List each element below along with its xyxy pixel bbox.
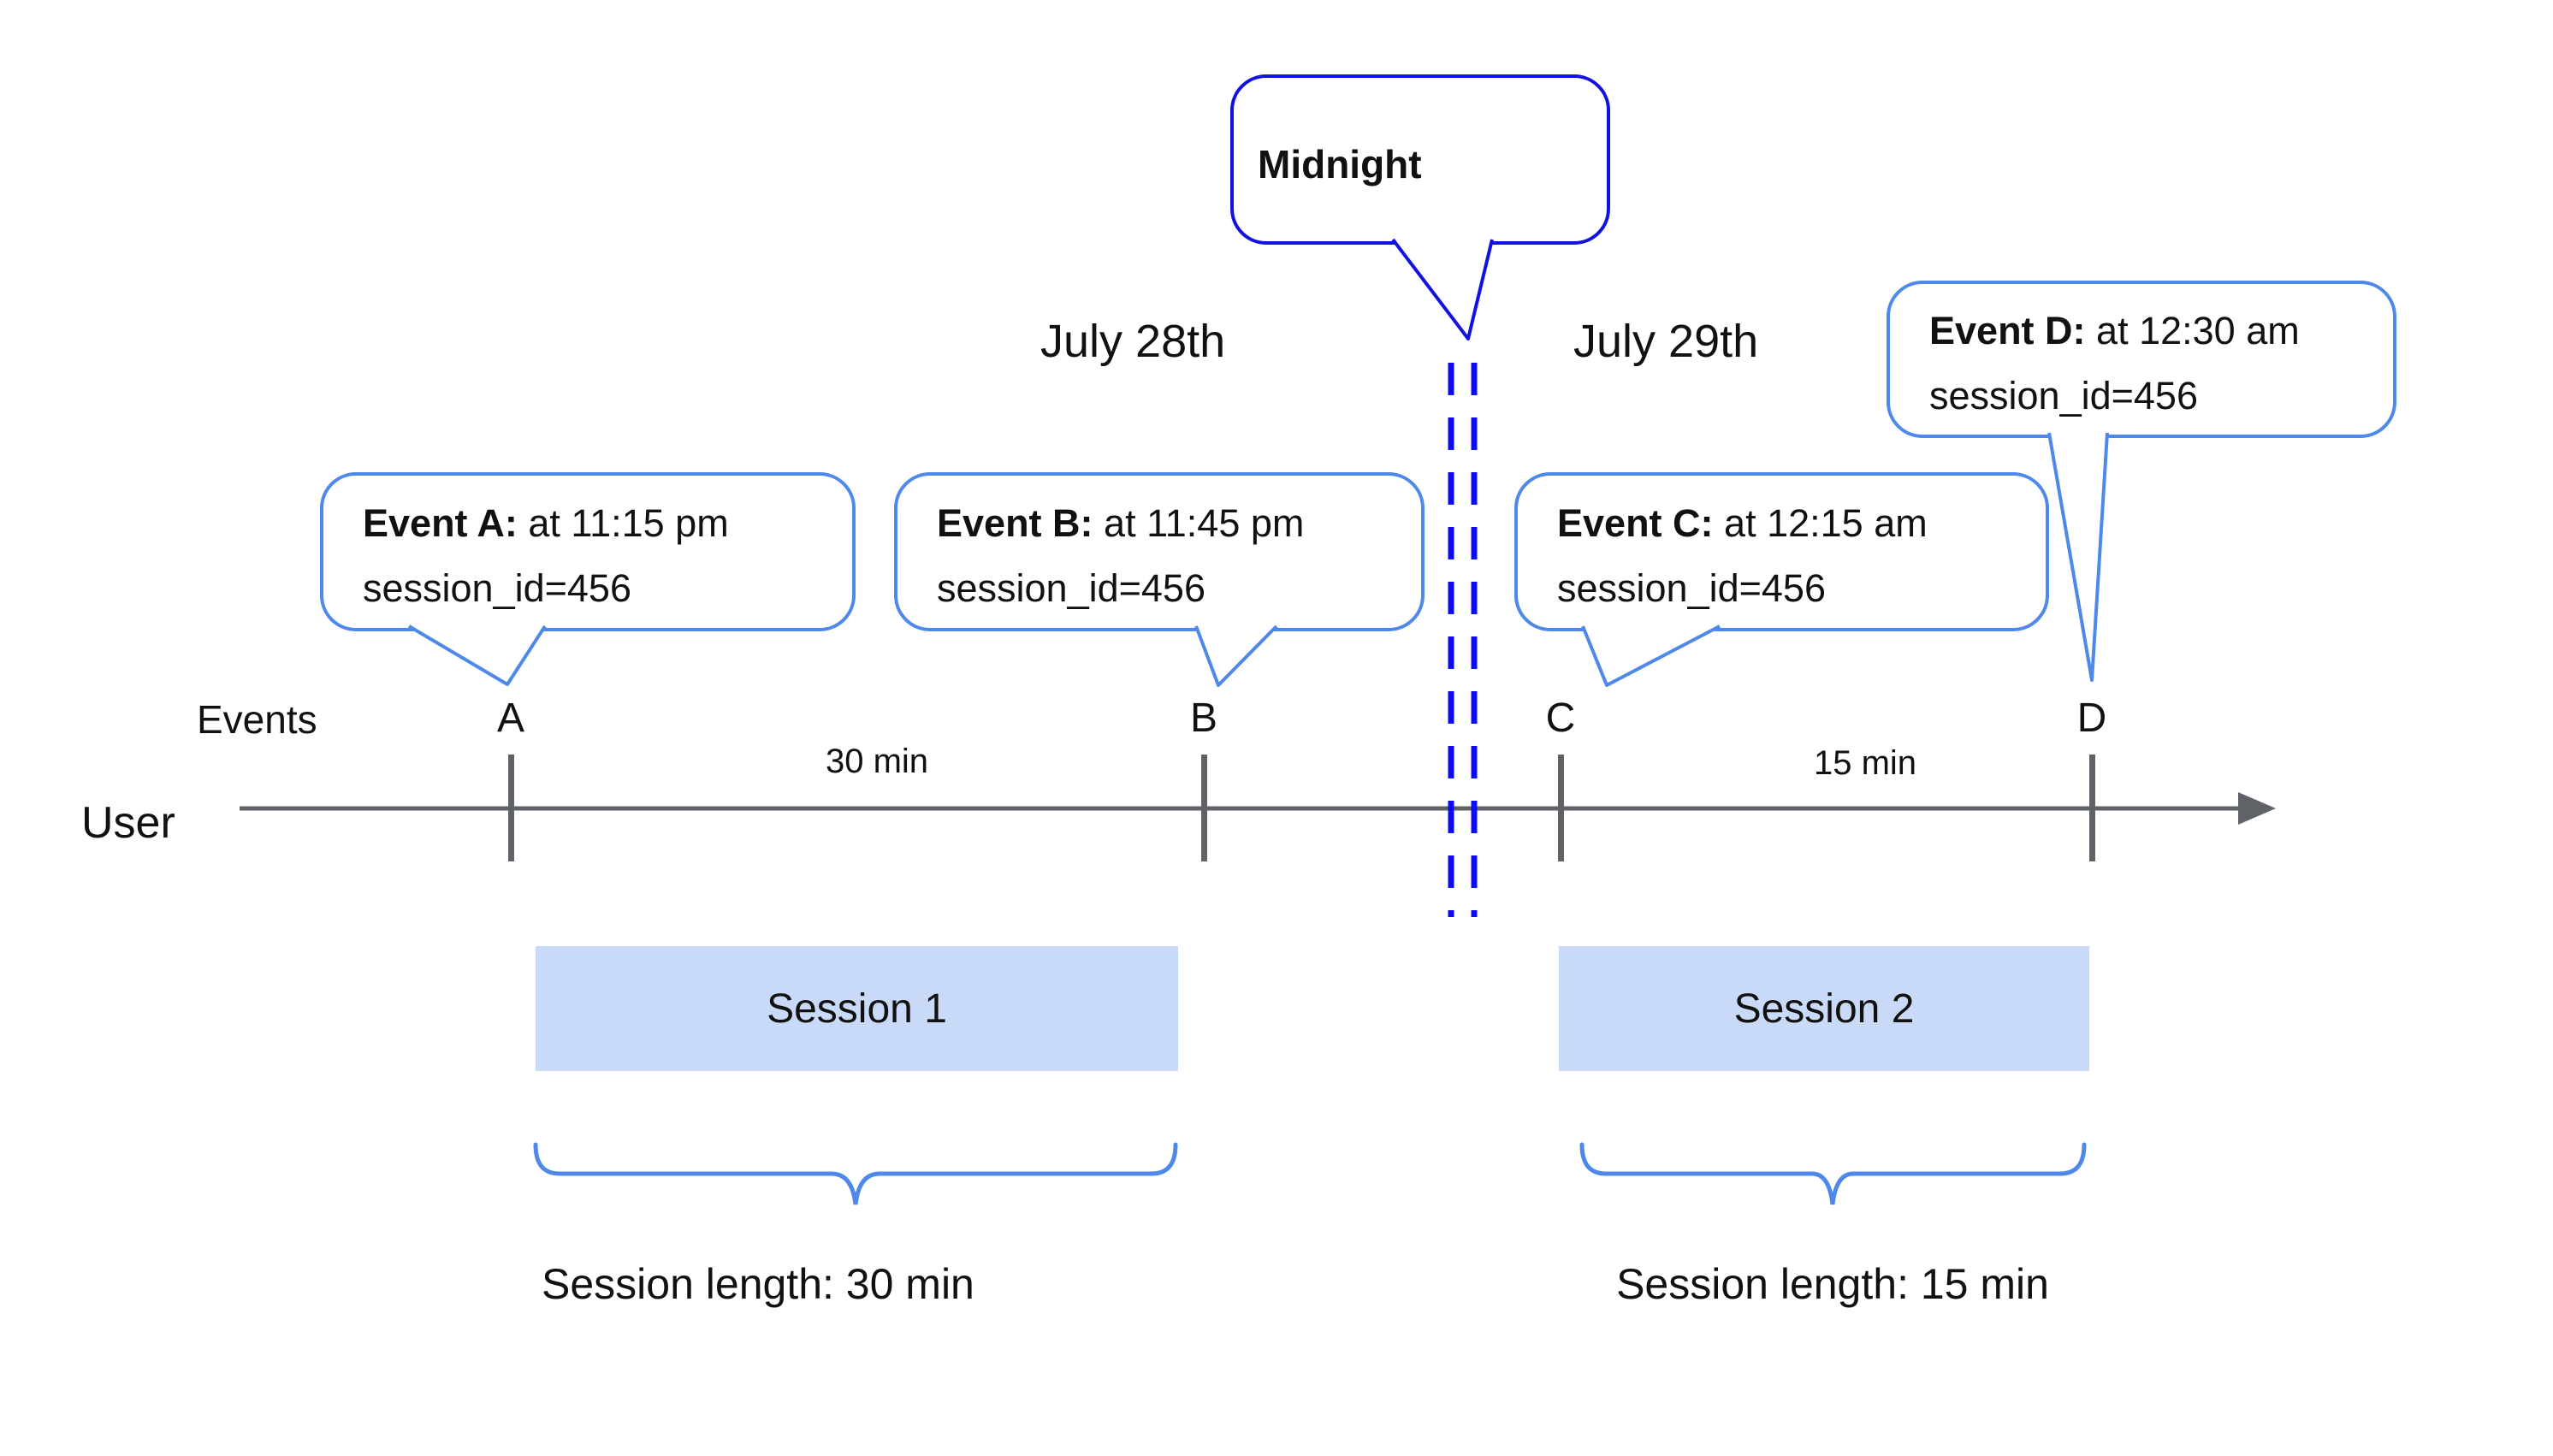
event-a-callout-tail (407, 624, 547, 686)
event-c-session-id: session_id=456 (1557, 566, 1826, 610)
session-1-box: Session 1 (536, 946, 1178, 1071)
event-d-session-id: session_id=456 (1929, 374, 2198, 417)
event-a-time: at 11:15 pm (528, 501, 729, 545)
tick-c (1558, 755, 1564, 861)
event-c-callout-tail (1581, 624, 1721, 687)
session-1-label: Session 1 (767, 985, 947, 1032)
midnight-callout-tail (1391, 238, 1494, 340)
event-c-time: at 12:15 am (1724, 501, 1928, 545)
session-braces (533, 1142, 2087, 1205)
event-d-title: Event D: (1929, 309, 2086, 352)
event-b-callout-tail (1194, 624, 1278, 687)
session-2-label: Session 2 (1733, 985, 1915, 1032)
event-d-callout-tail (2047, 432, 2109, 682)
session-1-brace (533, 1142, 1178, 1205)
interval-label-30min: 30 min (825, 743, 929, 780)
date-label-july-28: July 28th (1040, 316, 1226, 367)
event-b-time: at 11:45 pm (1104, 501, 1305, 545)
interval-label-15min: 15 min (1813, 744, 1917, 782)
event-b-session-id: session_id=456 (937, 566, 1205, 610)
midnight-dashed-divider (1448, 363, 1478, 917)
session-2-brace (1579, 1142, 2087, 1205)
event-b-callout-bubble: Event B: at 11:45 pm session_id=456 (894, 472, 1425, 631)
timeline-arrowhead-icon (2238, 792, 2276, 825)
tick-d (2089, 755, 2095, 861)
tick-label-a: A (496, 695, 524, 741)
event-d-callout-bubble: Event D: at 12:30 am session_id=456 (1887, 281, 2396, 438)
events-row-label: Events (197, 697, 317, 742)
session-2-box: Session 2 (1559, 946, 2089, 1071)
event-d-time: at 12:30 am (2096, 309, 2300, 352)
tick-a (508, 755, 514, 861)
tick-label-d: D (2076, 695, 2107, 741)
event-c-callout-bubble: Event C: at 12:15 am session_id=456 (1514, 472, 2049, 631)
tick-b (1201, 755, 1207, 861)
date-label-july-29: July 29th (1573, 316, 1759, 367)
event-b-callout-line1: Event B: at 11:45 pm (937, 491, 1404, 556)
user-row-label: User (81, 798, 175, 848)
event-a-callout-bubble: Event A: at 11:15 pm session_id=456 (320, 472, 856, 631)
event-a-callout-line1: Event A: at 11:15 pm (363, 491, 835, 556)
event-c-callout-line1: Event C: at 12:15 am (1557, 491, 2029, 556)
event-a-session-id: session_id=456 (363, 566, 631, 610)
event-a-title: Event A: (363, 501, 518, 545)
event-b-title: Event B: (937, 501, 1093, 545)
session-1-length-caption: Session length: 30 min (542, 1260, 974, 1308)
user-timeline-arrow (240, 792, 2276, 825)
session-2-length-caption: Session length: 15 min (1616, 1260, 2049, 1308)
tick-label-c: C (1545, 695, 1576, 741)
event-c-title: Event C: (1557, 501, 1714, 545)
midnight-callout-label: Midnight (1258, 141, 1422, 186)
midnight-callout-bubble: Midnight (1230, 74, 1610, 245)
event-d-callout-line1: Event D: at 12:30 am (1929, 299, 2376, 364)
tick-label-b: B (1189, 695, 1217, 741)
